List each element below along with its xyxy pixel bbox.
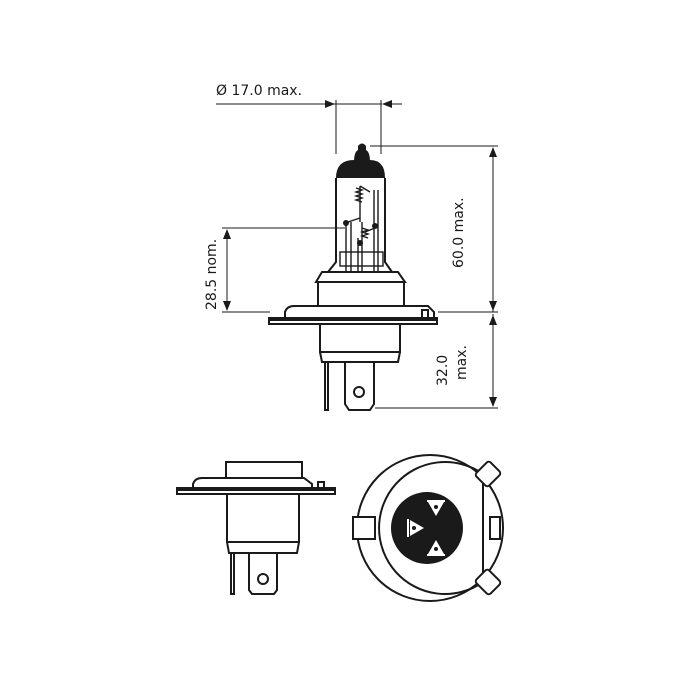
total-height-label: 60.0 max. xyxy=(451,197,467,268)
diameter-label: Ø 17.0 max. xyxy=(216,83,303,99)
base-height-dimension xyxy=(375,314,498,409)
bulb-base-view xyxy=(352,454,504,602)
bulb-front-view xyxy=(176,461,336,595)
base-height-value-label: 32.0 xyxy=(435,354,451,386)
bulb-side-view xyxy=(268,143,438,411)
height-dimension xyxy=(370,145,498,313)
diameter-dimension xyxy=(216,100,402,154)
base-height-suffix-label: max. xyxy=(454,345,470,380)
light-center-dimension xyxy=(222,227,345,313)
light-center-label: 28.5 nom. xyxy=(204,238,220,310)
